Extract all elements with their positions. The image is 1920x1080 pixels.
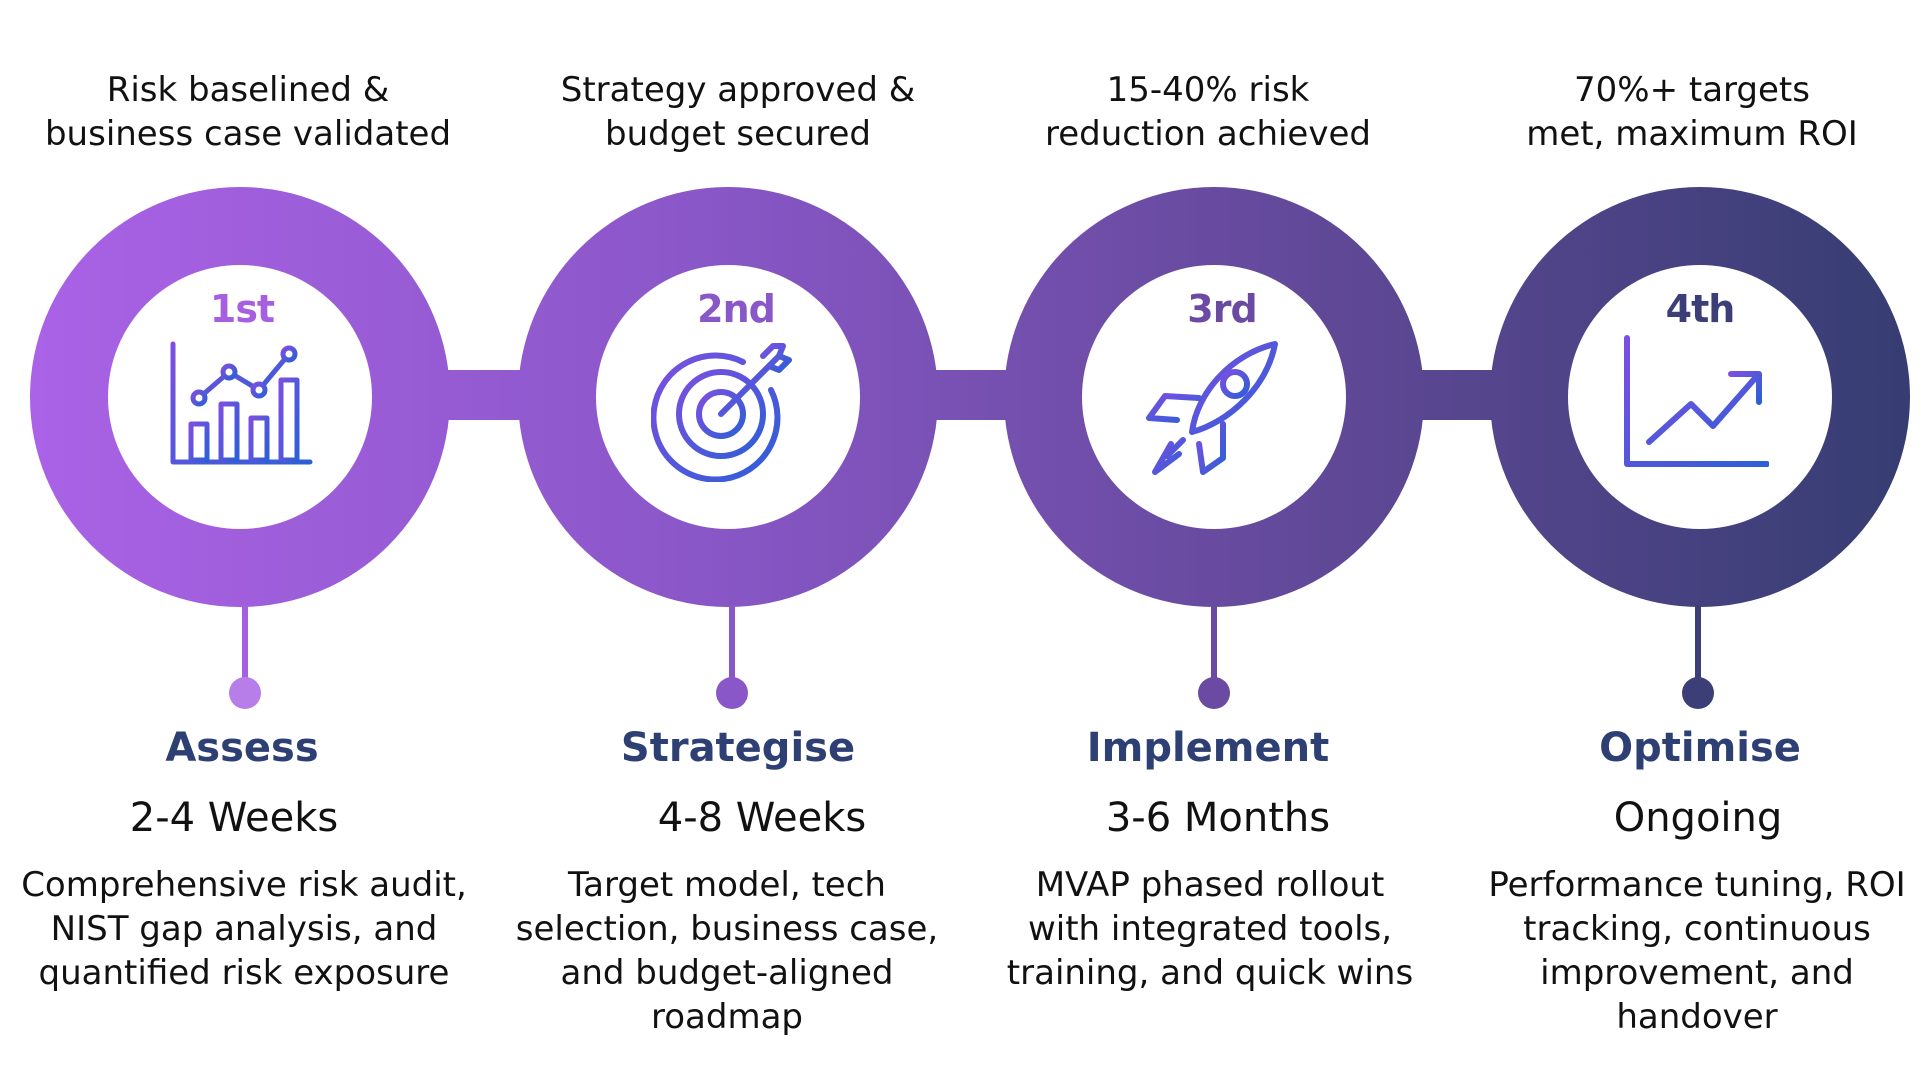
phase-name-implement: Implement: [1086, 725, 1330, 771]
stem-dot-4: [1682, 677, 1714, 709]
growth-chart-icon: [1624, 335, 1769, 467]
stage-ordinal-3: 3rd: [1187, 287, 1257, 331]
stage-ordinal-1: 1st: [209, 287, 275, 331]
connector-bridge: [440, 370, 530, 420]
phase-name-optimise: Optimise: [1599, 725, 1801, 771]
stem-line-1: [242, 605, 248, 687]
phase-name-assess: Assess: [165, 725, 319, 771]
phase-description-1: Comprehensive risk audit, NIST gap analy…: [21, 865, 467, 993]
stage-disc-3: [1082, 265, 1346, 529]
stage-outcome-4: 70%+ targets met, maximum ROI: [1526, 70, 1858, 154]
phase-name-strategise: Strategise: [620, 725, 856, 771]
stage-outcome-1: Risk baselined & business case validated: [44, 70, 452, 154]
stage-outcome-3: 15-40% risk reduction achieved: [1045, 70, 1371, 154]
phase-duration-3: 3-6 Months: [1105, 795, 1331, 841]
phase-description-3: MVAP phased rollout with integrated tool…: [1006, 865, 1414, 993]
stem-line-4: [1695, 605, 1701, 687]
phase-duration-4: Ongoing: [1613, 795, 1783, 841]
phase-duration-2: 4-8 Weeks: [657, 795, 867, 841]
stem-dot-1: [229, 677, 261, 709]
stem-dot-3: [1198, 677, 1230, 709]
stage-outcome-2: Strategy approved & budget secured: [560, 70, 916, 154]
stem-line-2: [729, 605, 735, 687]
phase-description-4: Performance tuning, ROI tracking, contin…: [1488, 865, 1906, 1037]
rocket-icon: [1146, 341, 1278, 475]
phase-duration-1: 2-4 Weeks: [129, 795, 339, 841]
bar-chart-trend-icon: [170, 341, 313, 465]
stage-ordinal-4: 4th: [1665, 287, 1736, 331]
stem-dot-2: [716, 677, 748, 709]
stem-line-3: [1211, 605, 1217, 687]
phase-description-2: Target model, tech selection, business c…: [515, 865, 939, 1037]
target-arrow-icon: [651, 343, 792, 482]
stage-disc-2: [596, 265, 860, 529]
stage-ordinal-2: 2nd: [697, 287, 776, 331]
